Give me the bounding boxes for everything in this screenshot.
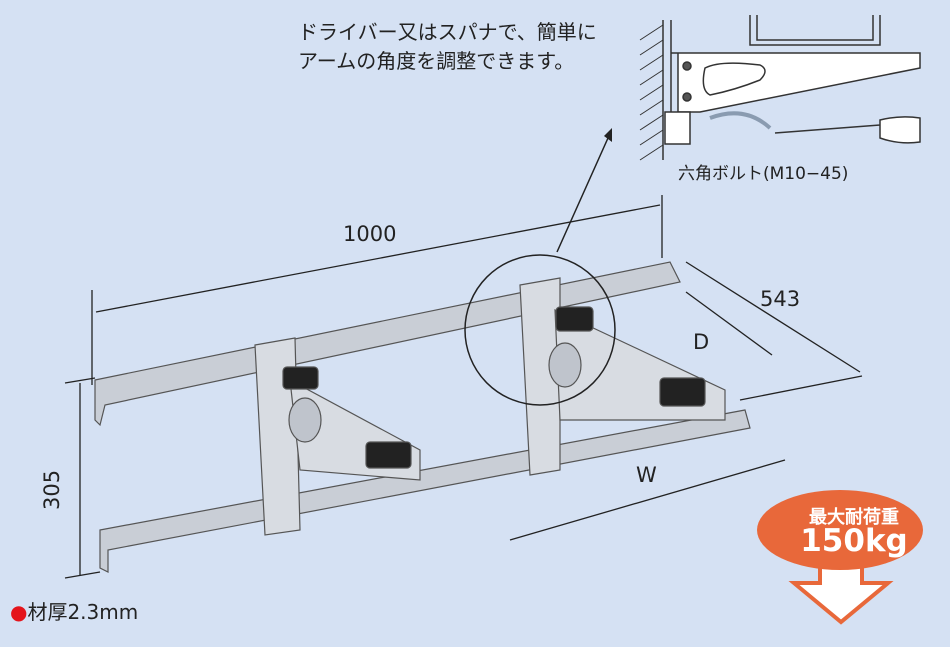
detail-circle <box>464 254 616 406</box>
load-badge <box>757 490 923 625</box>
dimension-height: 305 <box>40 469 64 510</box>
thickness-text: 材厚2.3mm <box>27 600 139 624</box>
dimension-length: 1000 <box>343 222 397 246</box>
inset-detail <box>639 15 921 161</box>
caption-line-1: ドライバー又はスパナで、簡単に <box>298 20 597 44</box>
caption-line-2: アームの角度を調整できます。 <box>298 49 575 73</box>
dimension-lines <box>64 195 863 579</box>
brackets <box>254 277 726 536</box>
max-load-label: 最大耐荷重 <box>809 507 899 528</box>
thickness-spec: ●材厚2.3mm <box>10 596 138 625</box>
dimension-d: D <box>693 330 710 354</box>
adjustment-caption: ドライバー又はスパナで、簡単にアームの角度を調整できます。 <box>298 18 597 76</box>
bolt-label: 六角ボルト(M10−45) <box>678 164 849 184</box>
bullet-icon: ● <box>10 600 28 624</box>
dimension-depth: 543 <box>760 287 801 311</box>
max-load-value: 150kg <box>800 523 908 559</box>
dimension-w: W <box>636 463 657 487</box>
callout-pointer <box>556 137 609 253</box>
